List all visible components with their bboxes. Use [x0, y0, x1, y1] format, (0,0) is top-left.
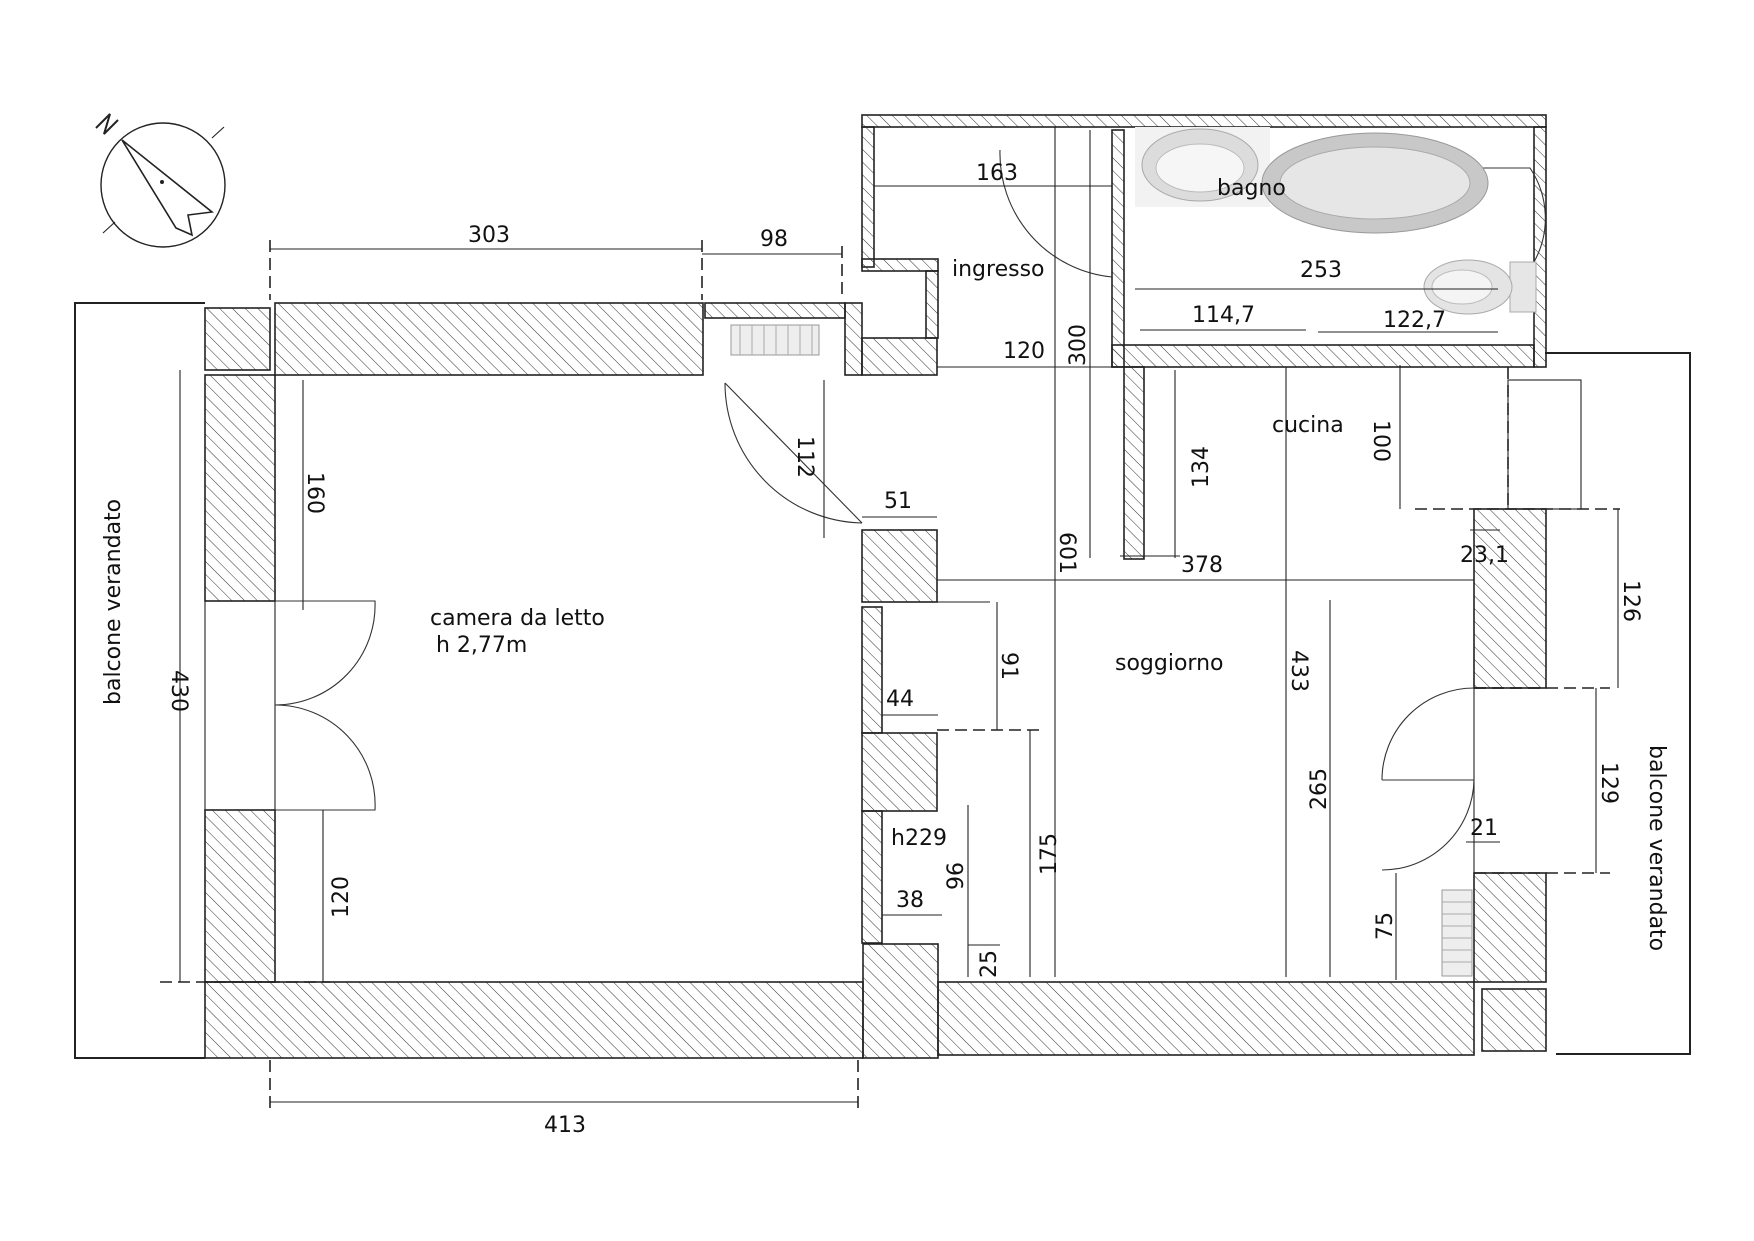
dim-label: 134 [1189, 446, 1214, 488]
dim-label: 253 [1300, 258, 1342, 283]
dim-label: 265 [1307, 768, 1332, 810]
dim-label: 112 [792, 436, 817, 478]
dim-label: 433 [1286, 650, 1311, 692]
dim-label: 75 [1373, 912, 1398, 940]
radiator-icon [730, 324, 820, 356]
room-label-bedroom-height: h 2,77m [436, 633, 527, 658]
dim-label: 126 [1618, 580, 1643, 622]
room-label-bedroom: camera da letto [430, 606, 605, 631]
dim-label: 378 [1181, 553, 1223, 578]
room-label-kitchen: cucina [1272, 413, 1344, 438]
balcony-right-outline [1545, 352, 1691, 1055]
opening-lines [160, 367, 1620, 983]
dim-label: 601 [1054, 532, 1079, 574]
north-compass-icon [95, 113, 226, 248]
bathtub-icon [1261, 132, 1489, 234]
dim-label: 21 [1470, 816, 1498, 841]
dim-label: 120 [1003, 339, 1045, 364]
radiator-icon [1441, 889, 1473, 977]
dim-label: 129 [1596, 762, 1621, 804]
dim-label: 163 [976, 161, 1018, 186]
dim-label: 175 [1037, 833, 1062, 875]
dim-label: 430 [166, 670, 191, 712]
doors [274, 149, 1546, 871]
dim-label: 25 [977, 950, 1002, 978]
room-label-living: soggiorno [1115, 651, 1224, 676]
room-label-balcony-left: balcone verandato [101, 499, 126, 705]
walls [204, 114, 1582, 1059]
dim-label: 114,7 [1192, 303, 1255, 328]
dim-label: 160 [302, 472, 327, 514]
dim-label: 38 [896, 888, 924, 913]
dim-label: 413 [544, 1113, 586, 1138]
dim-label: 300 [1066, 324, 1091, 366]
dim-label: 96 [944, 862, 969, 890]
niche-height-label: h229 [891, 826, 947, 851]
room-label-bathroom: bagno [1217, 176, 1286, 201]
dim-label: 44 [886, 687, 914, 712]
dimension-lines [179, 127, 1619, 1112]
dim-label: 100 [1368, 420, 1393, 462]
toilet-icon [1423, 259, 1537, 315]
dim-label: 303 [468, 223, 510, 248]
room-label-balcony-right: balcone verandato [1644, 745, 1669, 951]
dim-label: 120 [329, 876, 354, 918]
room-label-entrance: ingresso [952, 257, 1045, 282]
balcony-left-outline [74, 302, 205, 1059]
dim-label: 91 [996, 652, 1021, 680]
dim-label: 51 [884, 489, 912, 514]
sink-icon [1135, 127, 1270, 207]
dim-label: 98 [760, 227, 788, 252]
dim-label: 23,1 [1460, 543, 1509, 568]
dim-label: 122,7 [1383, 308, 1446, 333]
